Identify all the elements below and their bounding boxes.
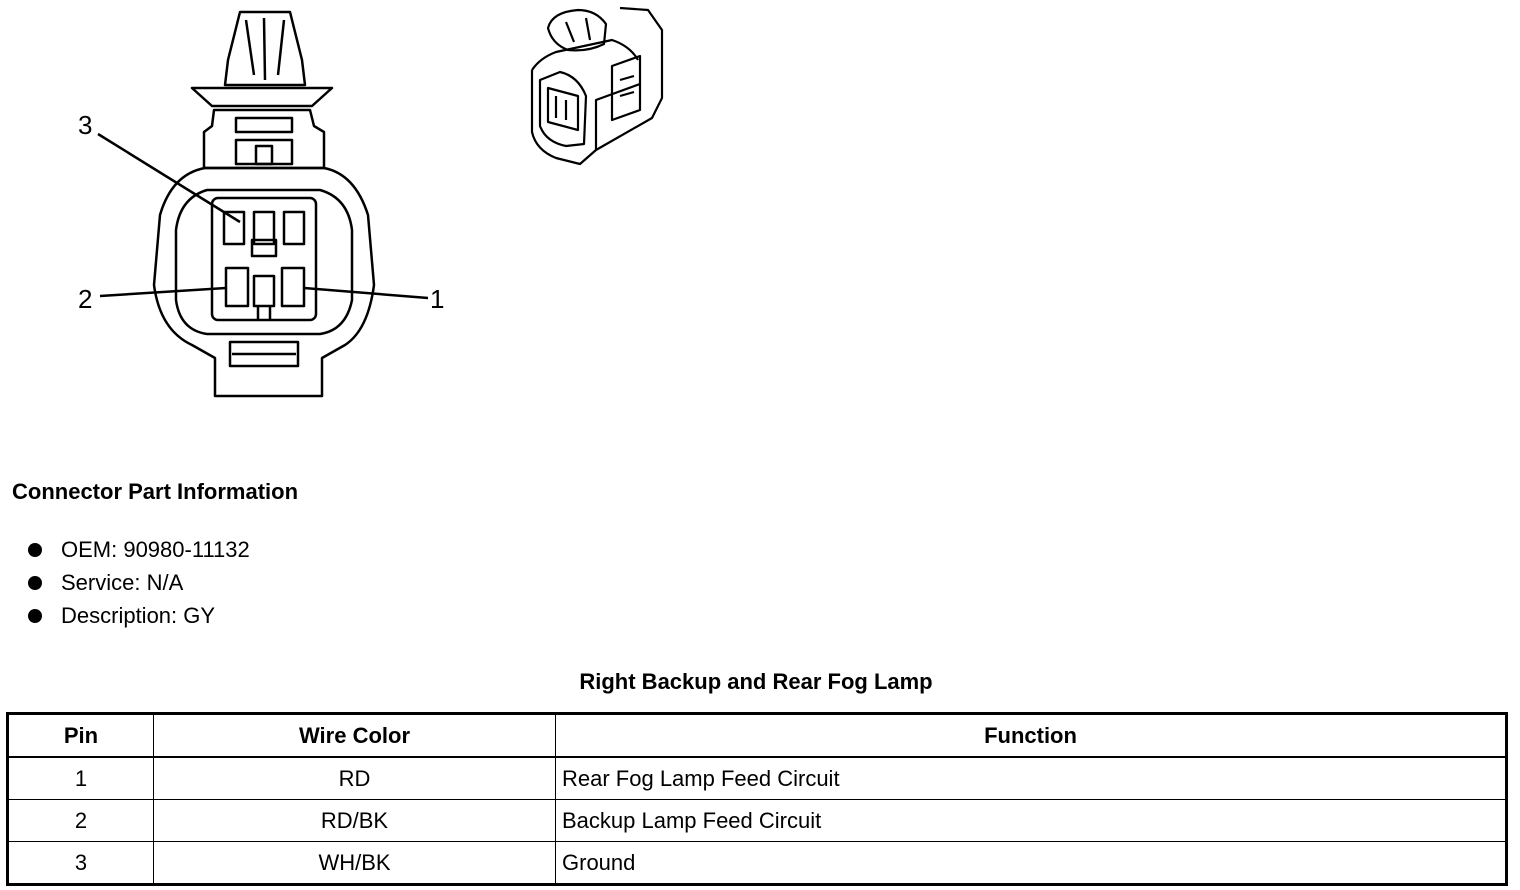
list-item: Service: N/A <box>28 566 250 599</box>
pin-cell: 1 <box>7 756 154 800</box>
oem-part-number: OEM: 90980-11132 <box>61 536 250 562</box>
connector-description: Description: GY <box>61 602 216 628</box>
table-row: 1 RD Rear Fog Lamp Feed Circuit <box>7 756 1507 800</box>
pin-cell: 2 <box>7 799 154 842</box>
pin-cell: 3 <box>7 841 154 885</box>
wire-color-cell: WH/BK <box>153 841 556 885</box>
wire-color-column-header: Wire Color <box>153 713 556 758</box>
part-info-list: OEM: 90980-11132 Service: N/A Descriptio… <box>28 533 250 632</box>
wire-color-cell: RD/BK <box>153 799 556 842</box>
connector-part-information-title: Connector Part Information <box>12 479 299 504</box>
pin-2-label: 2 <box>78 284 92 314</box>
connector-diagram: 3 2 1 <box>78 6 664 398</box>
table-row: 3 WH/BK Ground <box>7 841 1507 885</box>
pin-1-label: 1 <box>430 284 444 314</box>
pin-column-header: Pin <box>7 713 154 758</box>
connector-face-view <box>97 10 429 398</box>
function-cell: Ground <box>555 841 1507 885</box>
wire-color-cell: RD <box>153 756 556 800</box>
bullet-icon <box>28 575 42 590</box>
pin-table-title: Right Backup and Rear Fog Lamp <box>579 669 933 694</box>
function-cell: Rear Fog Lamp Feed Circuit <box>555 756 1507 800</box>
pinout-table: Pin Wire Color Function 1 RD Rear Fog La… <box>6 712 1508 886</box>
bullet-icon <box>28 608 42 623</box>
table-header-row: Pin Wire Color Function <box>7 713 1507 758</box>
function-column-header: Function <box>555 713 1507 758</box>
bullet-icon <box>28 542 42 557</box>
service-part-number: Service: N/A <box>61 569 184 595</box>
connector-isometric-view <box>530 6 664 166</box>
list-item: Description: GY <box>28 599 250 632</box>
table-row: 2 RD/BK Backup Lamp Feed Circuit <box>7 799 1507 842</box>
function-cell: Backup Lamp Feed Circuit <box>555 799 1507 842</box>
list-item: OEM: 90980-11132 <box>28 533 250 566</box>
pin-3-label: 3 <box>78 110 92 140</box>
